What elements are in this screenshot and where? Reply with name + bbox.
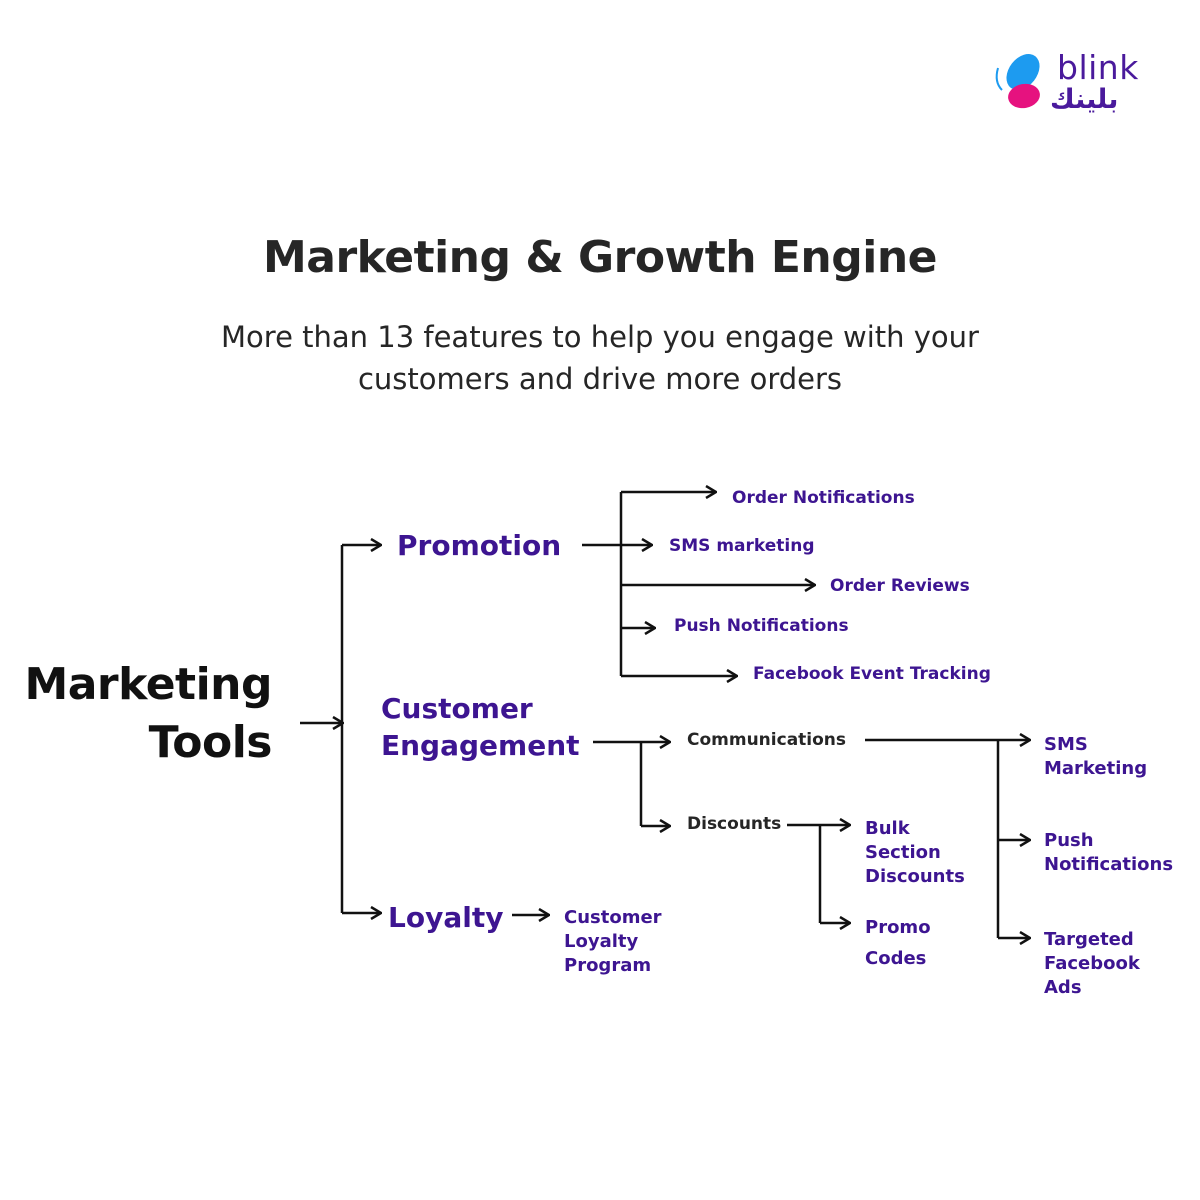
root-label-line-2: Tools (148, 717, 273, 768)
comm-fb-line-2: Facebook (1044, 953, 1140, 974)
loyalty-line-3: Program (564, 955, 652, 976)
node-push-notifications: Push Notifications (674, 616, 849, 636)
brand-name-ar: بلينك (1050, 84, 1119, 115)
node-discounts: Discounts (687, 814, 782, 834)
comm-sms-line-1: SMS (1044, 734, 1088, 755)
subtitle-line-1: More than 13 features to help you engage… (221, 320, 979, 354)
comm-sms-line-2: Marketing (1044, 758, 1148, 779)
loyalty-line-1: Customer (564, 907, 662, 928)
bulk-line-3: Discounts (865, 866, 965, 887)
node-promo-codes: Promo Codes (865, 912, 931, 974)
node-bulk-section-discounts: Bulk Section Discounts (865, 817, 965, 889)
loyalty-line-2: Loyalty (564, 931, 639, 952)
node-comm-push-notifications: Push Notifications (1044, 829, 1173, 877)
customer-engagement-line-1: Customer (381, 692, 533, 725)
node-loyalty: Loyalty (388, 901, 504, 934)
node-facebook-event-tracking: Facebook Event Tracking (753, 664, 991, 684)
node-customer-loyalty-program: Customer Loyalty Program (564, 906, 662, 978)
promo-line-2: Codes (865, 948, 927, 969)
page-subtitle: More than 13 features to help you engage… (150, 316, 1050, 400)
comm-fb-line-3: Ads (1044, 977, 1082, 998)
bulk-line-2: Section (865, 842, 941, 863)
node-sms-marketing: SMS marketing (669, 536, 815, 556)
node-communications: Communications (687, 730, 847, 750)
butterfly-logo-icon (995, 54, 1040, 109)
root-label-line-1: Marketing (24, 659, 272, 710)
node-order-reviews: Order Reviews (830, 576, 970, 596)
node-comm-sms-marketing: SMS Marketing (1044, 733, 1147, 781)
node-comm-targeted-facebook-ads: Targeted Facebook Ads (1044, 928, 1140, 1000)
promo-line-1: Promo (865, 917, 931, 938)
comm-push-line-2: Notifications (1044, 854, 1174, 875)
customer-engagement-line-2: Engagement (381, 729, 580, 762)
root-node-marketing-tools: Marketing Tools (20, 656, 272, 772)
node-order-notifications: Order Notifications (732, 488, 915, 508)
node-customer-engagement: Customer Engagement (381, 690, 580, 764)
comm-fb-line-1: Targeted (1044, 929, 1134, 950)
node-promotion: Promotion (397, 529, 562, 562)
comm-push-line-1: Push (1044, 830, 1094, 851)
brand-name-en: blink (1057, 48, 1139, 87)
subtitle-line-2: customers and drive more orders (357, 362, 843, 396)
page-title: Marketing & Growth Engine (262, 232, 938, 283)
bulk-line-1: Bulk (865, 818, 910, 839)
